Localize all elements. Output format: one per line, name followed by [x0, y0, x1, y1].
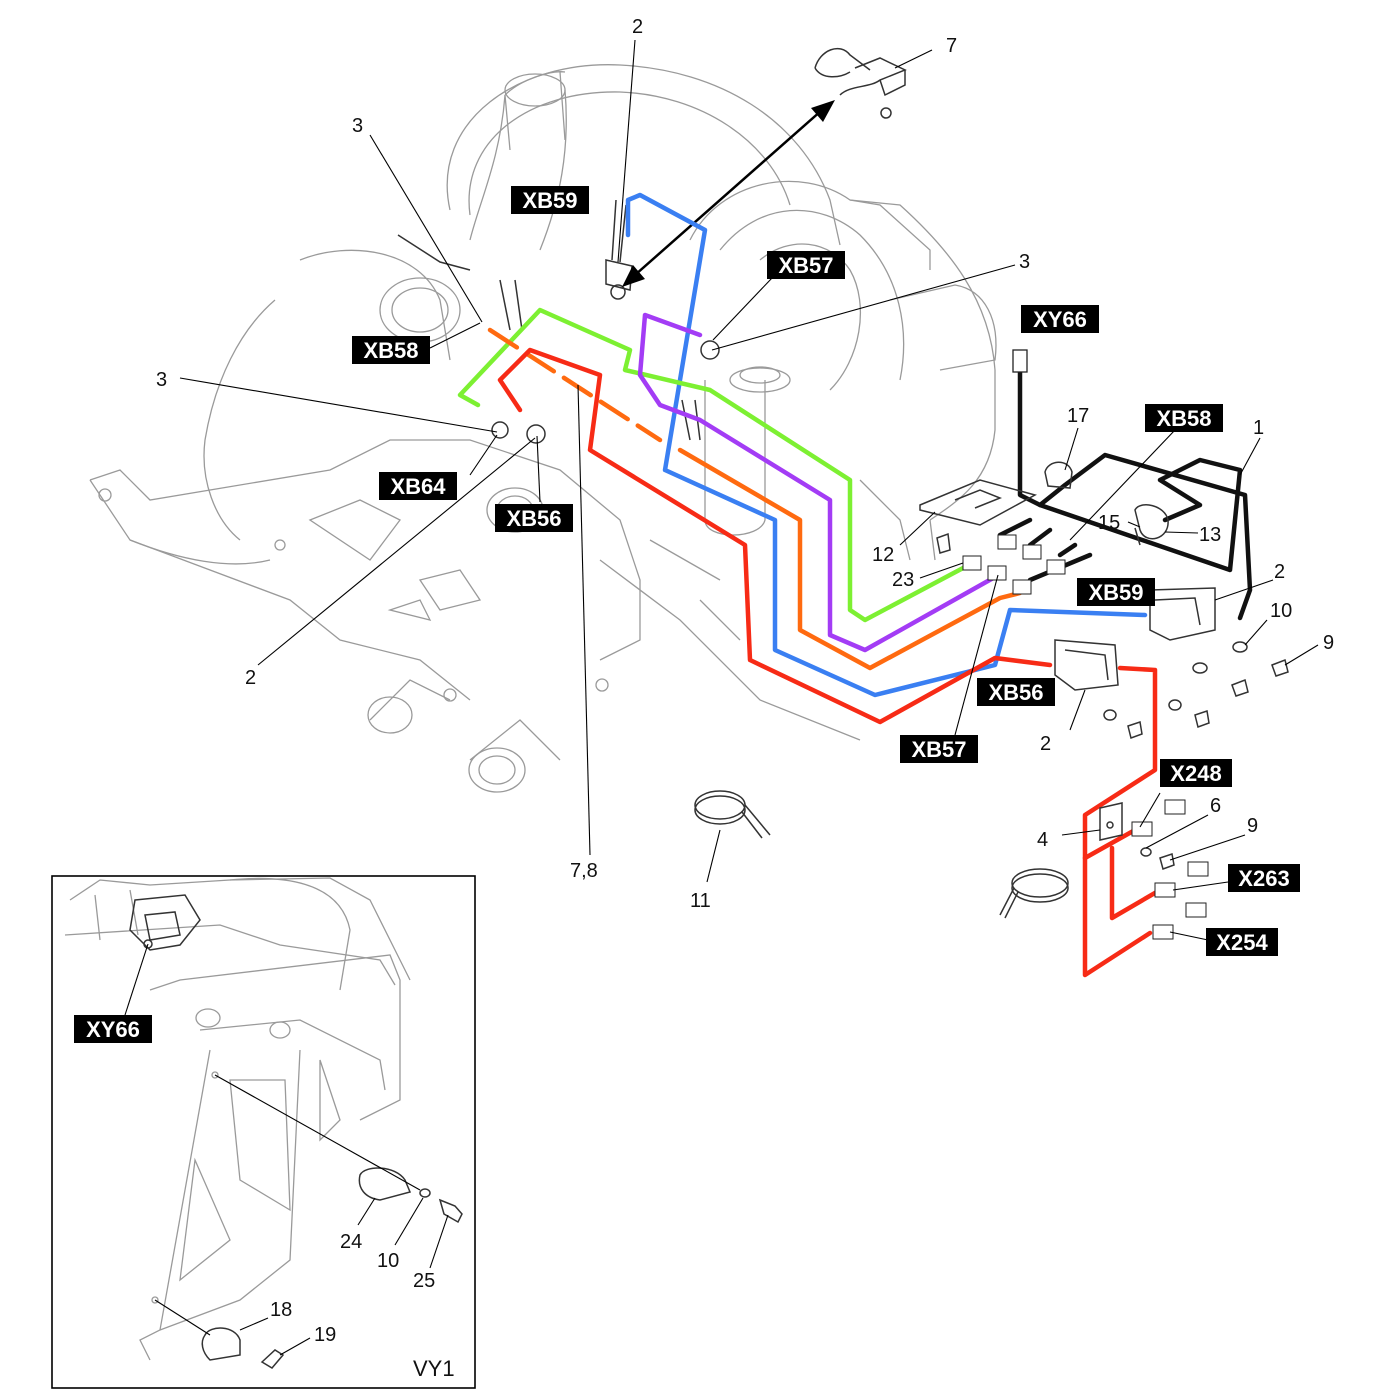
- wire-xb59: [625, 192, 1148, 698]
- label-13: 13: [1199, 524, 1221, 546]
- label-3-left-top: 3: [352, 115, 363, 137]
- label-18: 18: [270, 1299, 292, 1321]
- label-9-low: 9: [1247, 815, 1258, 837]
- tag-xb64: XB64: [390, 474, 446, 499]
- label-11: 11: [690, 890, 711, 912]
- label-17: 17: [1067, 405, 1089, 427]
- label-23: 23: [892, 569, 914, 591]
- label-7-top: 7: [946, 35, 957, 57]
- tag-xb56-left: XB56: [506, 506, 561, 531]
- tag-xb58-right: XB58: [1156, 406, 1211, 431]
- tag-xb59-top: XB59: [522, 188, 577, 213]
- label-25: 25: [413, 1270, 435, 1292]
- label-6: 6: [1210, 795, 1221, 817]
- label-3-right: 3: [1019, 251, 1030, 273]
- inset-vy1: [51, 875, 476, 1389]
- label-10-right: 10: [1270, 600, 1292, 622]
- label-2-xb59: 2: [1274, 561, 1285, 583]
- connector-tags: XB59 XB57 XB58 XB64 XB56 XY66 XB58 XB59 …: [74, 186, 1300, 1043]
- tag-xb57-bottom: XB57: [911, 737, 966, 762]
- wire-xb59-path: [625, 192, 1148, 698]
- wire-xy66: [997, 367, 1253, 621]
- label-4: 4: [1037, 829, 1048, 851]
- label-3-left-mid: 3: [156, 369, 167, 391]
- tag-xb56-right: XB56: [988, 680, 1043, 705]
- tag-x248: X248: [1170, 761, 1221, 786]
- tag-xb59-right: XB59: [1088, 580, 1143, 605]
- label-9-right: 9: [1323, 632, 1334, 654]
- wire-xb58: [457, 307, 968, 623]
- label-2-top: 2: [632, 16, 643, 38]
- inset-frame: [51, 875, 476, 1389]
- label-7-8: 7,8: [570, 860, 598, 882]
- detail-arrow: [622, 100, 835, 287]
- engine-assembly-drawing: [89, 64, 997, 793]
- label-10-inset: 10: [377, 1250, 399, 1272]
- wire-xb56: [497, 347, 1163, 978]
- label-12: 12: [872, 544, 894, 566]
- inset-label-vy1: VY1: [413, 1356, 455, 1381]
- wire-xb57: [637, 312, 998, 653]
- label-1: 1: [1253, 417, 1264, 439]
- wire-xb64: [487, 327, 1023, 671]
- label-2-xb56: 2: [1040, 733, 1051, 755]
- label-24: 24: [340, 1231, 362, 1253]
- label-15: 15: [1098, 512, 1120, 534]
- tag-x254: X254: [1216, 930, 1268, 955]
- label-19: 19: [314, 1324, 336, 1346]
- label-2-left: 2: [245, 667, 256, 689]
- tag-xy66-top: XY66: [1033, 307, 1087, 332]
- tag-x263: X263: [1238, 866, 1289, 891]
- part-number-labels: 2 7 3 3 3 2 7,8 11 17 1 15 13 12 23 2 10…: [156, 16, 1334, 1381]
- bracket-part-7: [814, 47, 907, 119]
- tag-xb58-left: XB58: [363, 338, 418, 363]
- leader-lines: [179, 39, 1319, 941]
- tag-xb57-top: XB57: [778, 253, 833, 278]
- tag-xy66-inset: XY66: [86, 1017, 140, 1042]
- connector-hardware: [694, 349, 1289, 940]
